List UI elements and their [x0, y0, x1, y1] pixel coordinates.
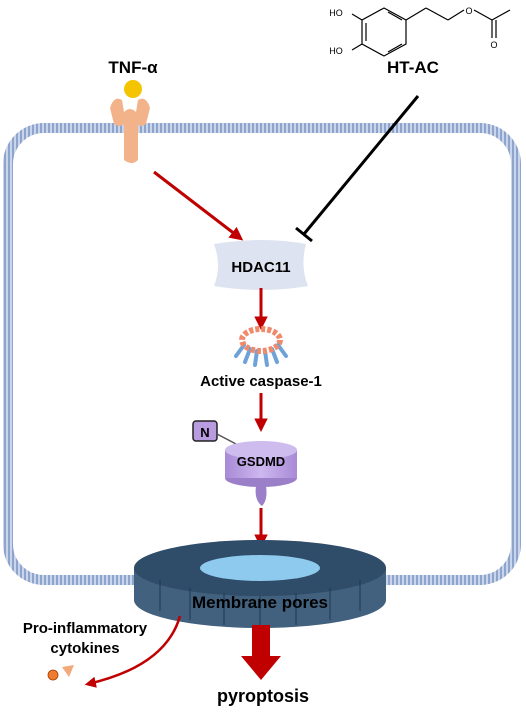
ht-ac-ho-bottom: HO — [329, 46, 343, 56]
tnf-receptor-icon — [110, 80, 150, 163]
membrane-pores-label: Membrane pores — [192, 593, 328, 612]
pro-inflammatory-label: Pro-inflammatory — [23, 620, 148, 637]
tnf-ligand-icon — [124, 80, 142, 98]
ht-ac-ho-top: HO — [329, 8, 343, 18]
n-terminal-box — [192, 420, 218, 442]
htac-inhibition-line — [302, 95, 420, 235]
tnf-alpha-label: TNF-α — [108, 58, 158, 77]
ht-ac-structure — [351, 7, 511, 57]
hdac11-label: HDAC11 — [231, 259, 290, 276]
caspase-1-icon — [234, 326, 288, 367]
cytokines-label: cytokines — [50, 640, 119, 657]
n-terminal-label: N — [200, 425, 209, 440]
hdac11-shape — [214, 240, 308, 290]
ht-ac-ester-oxygen: O — [465, 6, 472, 16]
gsdmd-label: GSDMD — [237, 454, 285, 469]
arrow-to-pyroptosis — [241, 625, 281, 680]
cytokine-circle-icon — [47, 669, 59, 681]
membrane-pore-icon — [134, 540, 386, 628]
pyroptosis-label: pyroptosis — [217, 686, 309, 706]
ht-ac-label: HT-AC — [387, 58, 439, 77]
ht-ac-carbonyl-oxygen: O — [490, 40, 497, 50]
gsdmd-protein-icon — [192, 420, 297, 506]
arrow-tnf-to-hdac11 — [153, 170, 244, 241]
cytokine-triangle-icon — [62, 665, 74, 677]
htac-inhibition-bar — [295, 226, 313, 243]
arrow-to-cytokines — [84, 615, 182, 688]
active-caspase-1-label: Active caspase-1 — [200, 373, 322, 390]
